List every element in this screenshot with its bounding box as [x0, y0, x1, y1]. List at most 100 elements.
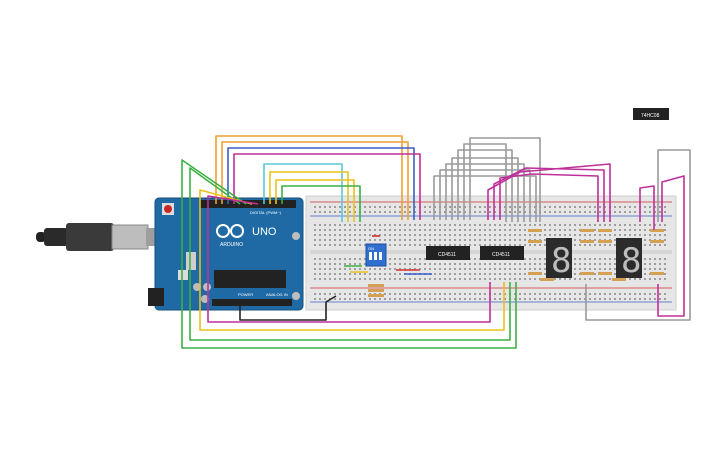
breadboard-hole: [359, 244, 361, 246]
breadboard-hole: [339, 229, 341, 231]
breadboard-hole: [334, 229, 336, 231]
breadboard-hole: [354, 244, 356, 246]
breadboard-hole: [499, 229, 501, 231]
breadboard-hole: [459, 224, 461, 226]
breadboard-hole: [664, 273, 666, 275]
breadboard-hole: [649, 263, 651, 265]
dip-switch[interactable]: ON: [365, 243, 387, 267]
breadboard-hole: [389, 293, 391, 295]
breadboard-hole: [339, 234, 341, 236]
wires: [181, 135, 691, 349]
breadboard-hole: [374, 224, 376, 226]
breadboard-hole: [574, 234, 576, 236]
breadboard-hole: [419, 244, 421, 246]
jumper-wire: [233, 153, 421, 220]
breadboard-hole: [374, 239, 376, 241]
breadboard-hole: [404, 234, 406, 236]
breadboard-hole: [389, 278, 391, 280]
breadboard-hole: [499, 244, 501, 246]
breadboard-hole: [404, 206, 406, 208]
breadboard-hole: [504, 263, 506, 265]
breadboard-hole: [579, 263, 581, 265]
breadboard-hole: [649, 278, 651, 280]
breadboard-hole: [644, 239, 646, 241]
breadboard-hole: [649, 211, 651, 213]
breadboard-hole: [499, 268, 501, 270]
breadboard-hole: [369, 224, 371, 226]
breadboard-hole: [379, 211, 381, 213]
breadboard-hole: [369, 268, 371, 270]
breadboard-hole: [544, 298, 546, 300]
breadboard-hole: [489, 206, 491, 208]
breadboard-hole: [584, 278, 586, 280]
breadboard-hole: [429, 244, 431, 246]
jumper-wire: [181, 159, 517, 349]
breadboard-hole: [479, 234, 481, 236]
breadboard-hole: [514, 273, 516, 275]
breadboard-hole: [599, 293, 601, 295]
breadboard-hole: [524, 298, 526, 300]
breadboard-hole: [644, 263, 646, 265]
breadboard-hole: [584, 224, 586, 226]
breadboard-hole: [524, 211, 526, 213]
breadboard-hole: [479, 263, 481, 265]
resistor: [612, 278, 626, 281]
breadboard-hole: [414, 239, 416, 241]
breadboard-hole: [429, 239, 431, 241]
breadboard-hole: [334, 298, 336, 300]
breadboard-hole: [439, 224, 441, 226]
breadboard-hole: [429, 234, 431, 236]
breadboard-hole: [479, 224, 481, 226]
breadboard-hole: [524, 263, 526, 265]
breadboard-hole: [354, 229, 356, 231]
breadboard-hole: [614, 298, 616, 300]
breadboard-hole: [479, 293, 481, 295]
breadboard-hole: [504, 211, 506, 213]
breadboard-hole: [469, 239, 471, 241]
breadboard-hole: [634, 211, 636, 213]
resistor: [580, 229, 594, 232]
breadboard-hole: [389, 211, 391, 213]
breadboard-hole: [314, 234, 316, 236]
breadboard-hole: [339, 293, 341, 295]
reset-button[interactable]: [164, 205, 172, 213]
breadboard-hole: [599, 268, 601, 270]
breadboard-hole: [374, 298, 376, 300]
breadboard-hole: [349, 298, 351, 300]
breadboard-hole: [379, 278, 381, 280]
breadboard-hole: [619, 298, 621, 300]
decoder-chip-2-label: CD4511: [492, 252, 510, 258]
breadboard-hole: [319, 239, 321, 241]
breadboard-hole: [619, 211, 621, 213]
breadboard-hole: [314, 298, 316, 300]
breadboard-hole: [379, 273, 381, 275]
arduino-uno-board[interactable]: UNO ARDUINO DIGITAL (PWM~) POWER ANALOG …: [148, 197, 304, 311]
breadboard-hole: [354, 234, 356, 236]
breadboard-hole: [354, 258, 356, 260]
breadboard-hole: [424, 278, 426, 280]
breadboard-hole: [434, 298, 436, 300]
breadboard-hole: [659, 211, 661, 213]
breadboard-hole: [494, 298, 496, 300]
breadboard-hole: [594, 263, 596, 265]
breadboard-hole: [324, 273, 326, 275]
breadboard-hole: [639, 224, 641, 226]
breadboard-hole: [544, 258, 546, 260]
breadboard-hole: [529, 298, 531, 300]
breadboard-hole: [594, 211, 596, 213]
loose-chip[interactable]: 74HC08: [633, 108, 669, 120]
breadboard-hole: [664, 244, 666, 246]
breadboard-hole: [429, 268, 431, 270]
breadboard-hole: [609, 263, 611, 265]
breadboard-hole: [464, 206, 466, 208]
breadboard-hole: [609, 278, 611, 280]
breadboard-hole: [394, 263, 396, 265]
breadboard-hole: [569, 224, 571, 226]
breadboard-hole: [589, 206, 591, 208]
breadboard-hole: [364, 263, 366, 265]
breadboard-hole: [609, 234, 611, 236]
breadboard-hole: [654, 244, 656, 246]
breadboard-hole: [644, 298, 646, 300]
breadboard-hole: [344, 229, 346, 231]
breadboard-hole: [454, 293, 456, 295]
